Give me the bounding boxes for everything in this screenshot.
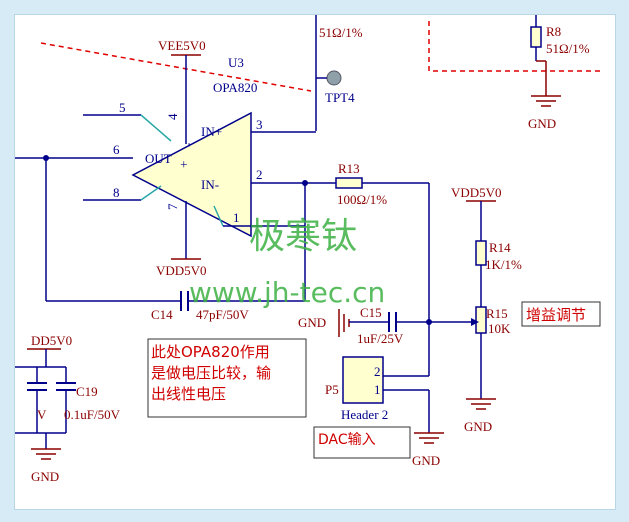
pin4-label: 4	[165, 113, 180, 120]
dashed-region-border	[40, 42, 312, 92]
vdd-right-label: VDD5V0	[451, 185, 502, 200]
pin3-label: 3	[256, 117, 263, 132]
gnd-symbol-top	[531, 95, 561, 107]
r13-value: 100Ω/1%	[337, 192, 387, 207]
r13-body	[335, 177, 363, 189]
p5-body	[342, 356, 384, 404]
comment-box	[147, 338, 307, 418]
plus-sign: +	[176, 161, 191, 168]
out-label: OUT	[145, 151, 172, 166]
gain-note-box	[521, 301, 601, 327]
pin8-stub	[140, 185, 162, 201]
gnd-symbol-left	[31, 448, 61, 460]
r15-body	[475, 306, 487, 334]
r8-ref: R8	[546, 24, 561, 39]
opamp-body	[131, 111, 252, 238]
watermark-cn: 极寒钛	[249, 216, 357, 257]
vdd-bottom-label: VDD5V0	[156, 263, 207, 278]
dac-note-box	[313, 426, 411, 459]
watermark-url: www.jh-tec.cn	[189, 276, 385, 309]
r14-value: 1K/1%	[485, 257, 522, 272]
c19-ref: C19	[76, 384, 98, 399]
r-top-value: 51Ω/1%	[319, 25, 363, 40]
comment-line-1: 此处OPA820作用	[151, 343, 270, 361]
gnd-r15-label: GND	[464, 419, 492, 434]
comment-line-3: 出线性电压	[151, 385, 226, 403]
pin8-label: 8	[113, 185, 120, 200]
p5-ref: P5	[325, 382, 339, 397]
pin5-stub	[140, 114, 172, 142]
comment-line-2: 是做电压比较，输	[151, 364, 271, 382]
wiper-arrow	[471, 318, 479, 326]
in-minus-label: IN-	[201, 177, 219, 192]
dashed-region-border-right	[428, 21, 601, 72]
gnd-c15-label: GND	[298, 315, 326, 330]
c14-ref: C14	[151, 307, 173, 322]
u3-part: OPA820	[213, 80, 257, 95]
c19-value: 0.1uF/50V	[64, 407, 121, 422]
pin6-label: 6	[113, 142, 120, 157]
r15-ref: R15	[486, 306, 508, 321]
vee-net-label: VEE5V0	[158, 38, 206, 53]
r8-body	[530, 26, 542, 48]
schematic-canvas: 51Ω/1% R8 51Ω/1% GND VEE5V0 U3 OPA820 TP…	[15, 15, 601, 484]
test-point-tpt4	[326, 70, 342, 86]
r8-value: 51Ω/1%	[546, 41, 590, 56]
u3-ref: U3	[228, 55, 244, 70]
c14-value: 47pF/50V	[196, 307, 249, 322]
dac-note: DAC输入	[318, 432, 376, 448]
pin7-label: 7	[165, 203, 180, 210]
r13-ref: R13	[338, 161, 360, 176]
gnd-symbol-dac	[414, 432, 444, 444]
gain-note: 增益调节	[526, 306, 586, 324]
pin2-label: 2	[256, 167, 263, 182]
p5-pin2: 2	[374, 364, 381, 379]
vdd-left-label: DD5V0	[31, 333, 72, 348]
left-cap-value: V	[37, 407, 47, 422]
minus-sign: -	[180, 143, 195, 147]
gnd-symbol-r15	[466, 398, 496, 410]
gnd-left-label: GND	[31, 469, 59, 484]
gnd-dac-label: GND	[412, 453, 440, 468]
c15-value: 1uF/25V	[357, 331, 404, 346]
c15-ref: C15	[360, 305, 382, 320]
r15-value: 10K	[488, 321, 511, 336]
in-plus-label: IN+	[201, 124, 222, 139]
gnd-symbol-c15	[338, 309, 350, 337]
pin1-stub	[213, 205, 224, 227]
junction	[426, 319, 432, 325]
header-label: Header 2	[341, 407, 388, 422]
pin1-label: 1	[233, 210, 240, 225]
gnd-top-label: GND	[528, 116, 556, 131]
p5-pin1: 1	[374, 382, 381, 397]
tpt4-label: TPT4	[325, 90, 355, 105]
r14-ref: R14	[489, 240, 511, 255]
pin5-label: 5	[119, 100, 126, 115]
schematic-sheet: 51Ω/1% R8 51Ω/1% GND VEE5V0 U3 OPA820 TP…	[14, 14, 616, 510]
